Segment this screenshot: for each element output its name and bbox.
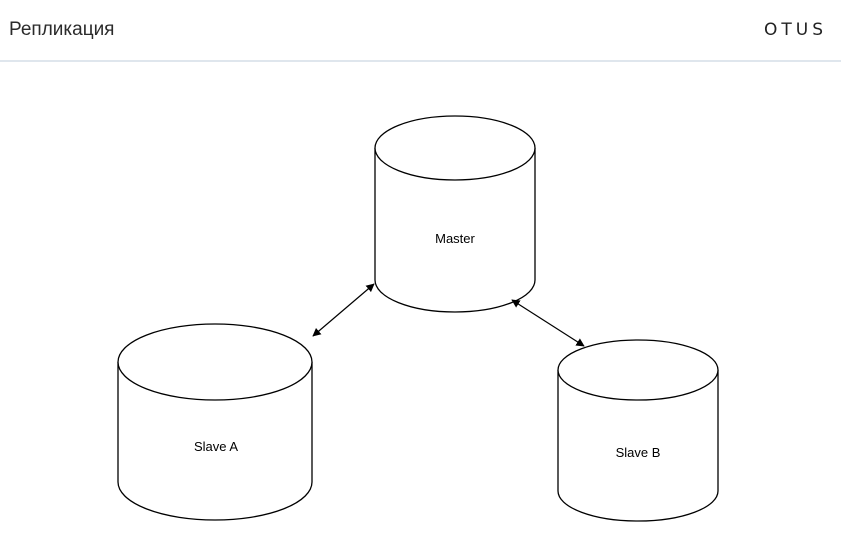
master-slave-b-replication-arrow — [511, 299, 585, 347]
slave-b-label: Slave B — [616, 445, 661, 460]
master-label: Master — [435, 231, 475, 246]
slave-a-database-node: Slave A — [117, 323, 313, 521]
master-slave-a-replication-arrow — [312, 283, 375, 337]
page-title: Репликация — [9, 19, 115, 40]
slave-a-label: Slave A — [194, 439, 238, 454]
otus-logo: OTUS — [764, 20, 827, 40]
header-bar: Репликация OTUS — [0, 0, 841, 62]
master-database-node: Master — [374, 115, 536, 313]
slave-b-database-node: Slave B — [557, 339, 719, 522]
